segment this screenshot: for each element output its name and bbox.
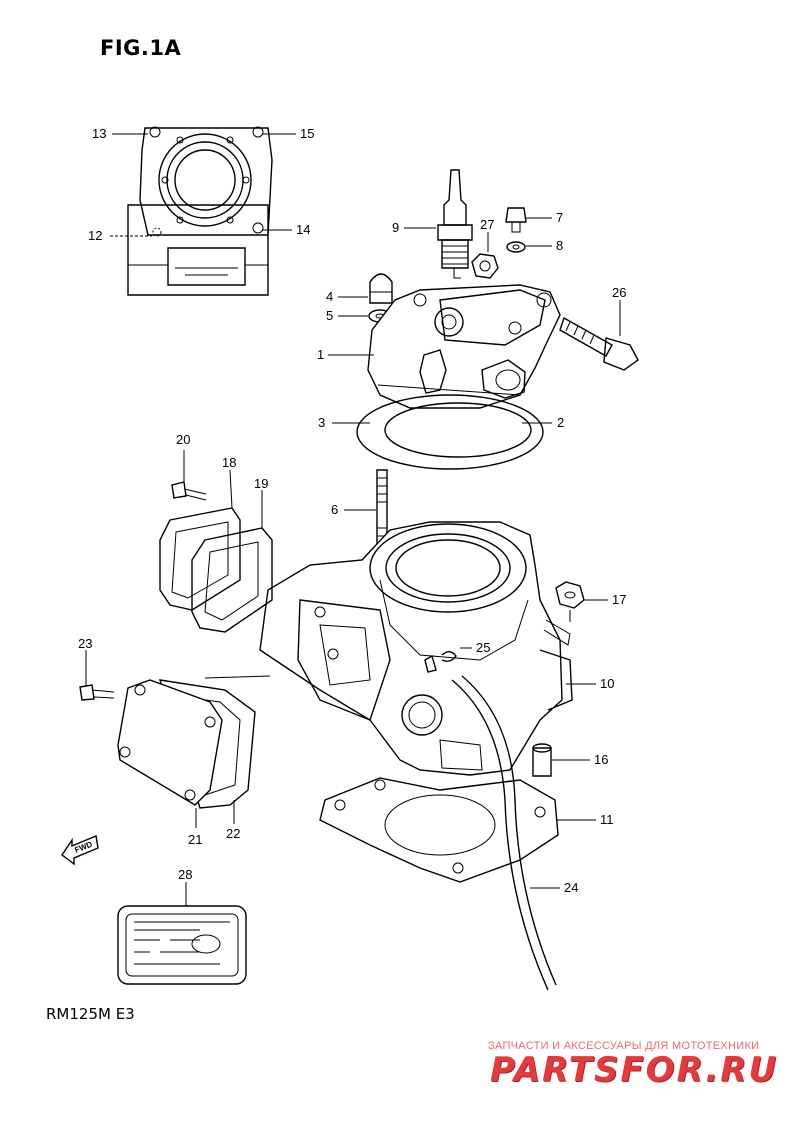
base-gasket-11 bbox=[319, 777, 559, 883]
callout-13: 13 bbox=[92, 126, 106, 141]
stud-bolt-6 bbox=[376, 469, 388, 546]
callout-15: 15 bbox=[300, 126, 314, 141]
callout-27: 27 bbox=[480, 217, 494, 232]
callout-6: 6 bbox=[331, 502, 338, 517]
head-gasket-3 bbox=[356, 394, 544, 470]
callout-9: 9 bbox=[392, 220, 399, 235]
model-code: RM125M E3 bbox=[46, 1005, 135, 1023]
clip-25 bbox=[441, 651, 457, 663]
dowel-pin-16 bbox=[532, 743, 552, 777]
callout-leader-lines bbox=[85, 133, 621, 906]
washer-8 bbox=[506, 241, 526, 253]
callout-20: 20 bbox=[176, 432, 190, 447]
forward-direction-arrow: FWD bbox=[61, 835, 99, 866]
callout-25: 25 bbox=[476, 640, 490, 655]
bolt-26 bbox=[559, 316, 639, 371]
callout-1: 1 bbox=[317, 347, 324, 362]
nut-27 bbox=[471, 253, 499, 279]
callout-22: 22 bbox=[226, 826, 240, 841]
callout-10: 10 bbox=[600, 676, 614, 691]
bolt-7 bbox=[505, 207, 527, 233]
callout-5: 5 bbox=[326, 308, 333, 323]
callout-2: 2 bbox=[557, 415, 564, 430]
cylinder-head bbox=[367, 284, 561, 409]
breather-hose-24 bbox=[451, 675, 557, 991]
callout-24: 24 bbox=[564, 880, 578, 895]
callout-18: 18 bbox=[222, 455, 236, 470]
gasket-19 bbox=[191, 527, 273, 633]
callout-3: 3 bbox=[318, 415, 325, 430]
fwd-label: FWD bbox=[73, 840, 93, 855]
callout-7: 7 bbox=[556, 210, 563, 225]
gasket-18 bbox=[159, 507, 241, 611]
screw-20 bbox=[171, 481, 207, 501]
callout-17: 17 bbox=[612, 592, 626, 607]
callout-14: 14 bbox=[296, 222, 310, 237]
callout-11: 11 bbox=[600, 812, 614, 827]
callout-23: 23 bbox=[78, 636, 92, 651]
callout-12: 12 bbox=[88, 228, 102, 243]
callout-8: 8 bbox=[556, 238, 563, 253]
figure-title: FIG.1A bbox=[100, 36, 182, 60]
caution-label-28 bbox=[117, 905, 247, 985]
callout-numbers: 1 2 3 4 5 6 7 8 9 10 11 12 13 14 15 16 1… bbox=[78, 126, 626, 895]
watermark-tagline: ЗАПЧАСТИ И АКСЕССУАРЫ ДЛЯ МОТОТЕХНИКИ bbox=[488, 1040, 760, 1052]
cap-nut-4 bbox=[369, 273, 393, 304]
callout-21: 21 bbox=[188, 832, 202, 847]
callout-19: 19 bbox=[254, 476, 268, 491]
callout-16: 16 bbox=[594, 752, 608, 767]
screw-23 bbox=[79, 684, 115, 701]
watermark-logo: PARTSFOR.RU bbox=[490, 1050, 779, 1090]
callout-26: 26 bbox=[612, 285, 626, 300]
exhaust-cover-21 bbox=[117, 679, 223, 806]
callout-28: 28 bbox=[178, 867, 192, 882]
head-gasket-2 bbox=[384, 402, 532, 458]
cylinder-block bbox=[259, 521, 573, 776]
spark-plug bbox=[437, 169, 473, 279]
cylinder-top-view-inset bbox=[127, 126, 273, 296]
callout-4: 4 bbox=[326, 289, 333, 304]
